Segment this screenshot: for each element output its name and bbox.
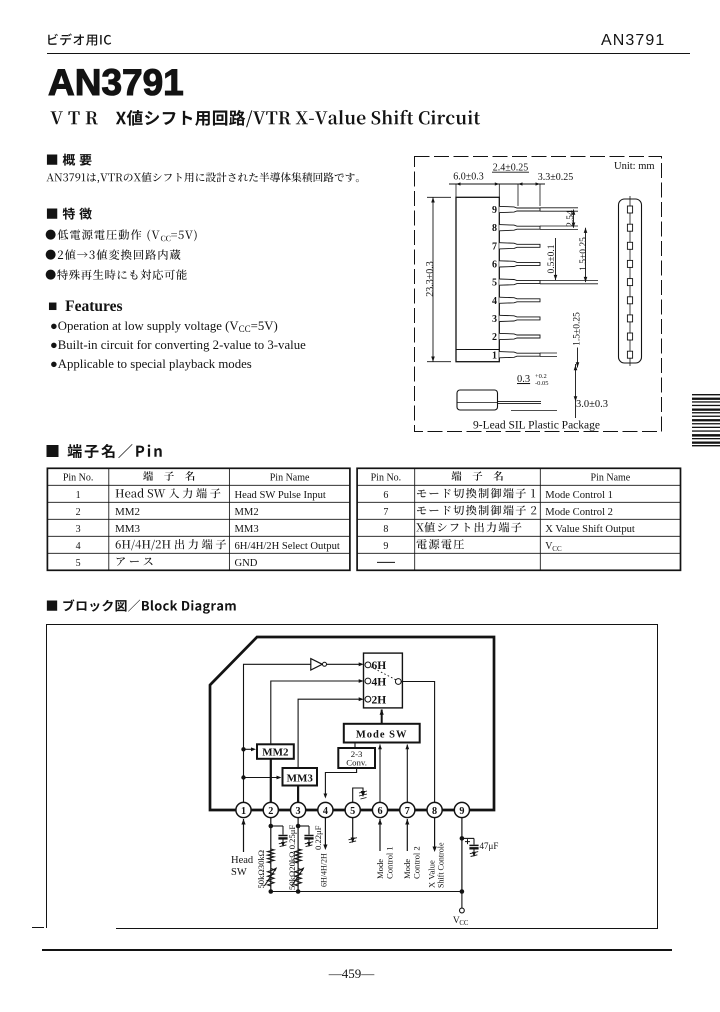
svg-text:Conv.: Conv. xyxy=(346,758,367,768)
svg-text:50kΩ30kΩ: 50kΩ30kΩ xyxy=(256,850,266,889)
svg-text:3.3±0.25: 3.3±0.25 xyxy=(538,172,574,183)
svg-text:MM2: MM2 xyxy=(235,507,259,518)
svg-text:8: 8 xyxy=(492,223,497,234)
svg-text:6: 6 xyxy=(377,806,382,817)
svg-text:3: 3 xyxy=(76,524,81,535)
svg-text:Pin Name: Pin Name xyxy=(270,472,310,483)
svg-text:47μF: 47μF xyxy=(480,841,499,851)
svg-text:7: 7 xyxy=(383,507,388,518)
svg-text:Mode: Mode xyxy=(402,859,412,879)
svg-text:9: 9 xyxy=(492,205,497,216)
svg-text:V: V xyxy=(453,916,460,926)
svg-text:2H: 2H xyxy=(372,695,387,707)
svg-text:V: V xyxy=(545,541,553,552)
svg-text:2: 2 xyxy=(268,806,273,817)
svg-text:Pin Name: Pin Name xyxy=(591,472,631,483)
svg-text:8: 8 xyxy=(432,806,437,817)
svg-text:Mode SW: Mode SW xyxy=(356,729,408,740)
svg-text:Pin No.: Pin No. xyxy=(371,472,402,483)
svg-text:MM3: MM3 xyxy=(235,524,259,535)
svg-text:6: 6 xyxy=(492,260,497,271)
svg-text:MM2: MM2 xyxy=(262,747,289,759)
svg-text:7: 7 xyxy=(492,241,497,252)
svg-text:2: 2 xyxy=(76,507,81,518)
svg-text:Control 2: Control 2 xyxy=(412,846,422,879)
svg-text:X Value Shift Output: X Value Shift Output xyxy=(545,524,635,535)
svg-text:MM2: MM2 xyxy=(115,506,140,518)
svg-text:SW: SW xyxy=(231,867,247,878)
svg-text:0.3: 0.3 xyxy=(517,374,530,385)
svg-text:Control 1: Control 1 xyxy=(384,846,394,879)
svg-text:X Value: X Value xyxy=(427,860,437,888)
svg-text:4: 4 xyxy=(323,806,328,817)
svg-text:1.5±0.25: 1.5±0.25 xyxy=(573,312,583,346)
svg-text:+0.2: +0.2 xyxy=(535,373,547,380)
svg-text:0.22μF: 0.22μF xyxy=(313,825,323,850)
svg-text:9-Lead SIL Plastic Package: 9-Lead SIL Plastic Package xyxy=(473,420,600,432)
svg-text:3: 3 xyxy=(296,806,301,817)
svg-text:5: 5 xyxy=(492,278,497,289)
svg-text:1: 1 xyxy=(76,490,81,501)
svg-text:50kΩ20kΩ 0.25μF: 50kΩ20kΩ 0.25μF xyxy=(287,825,297,890)
svg-text:-0.05: -0.05 xyxy=(535,380,549,387)
svg-text:Mode: Mode xyxy=(375,859,385,879)
svg-text:7: 7 xyxy=(405,806,410,817)
svg-text:2.4±0.25: 2.4±0.25 xyxy=(493,162,529,173)
svg-text:5: 5 xyxy=(76,558,81,569)
svg-text:Head SW Pulse Input: Head SW Pulse Input xyxy=(235,490,326,501)
svg-text:2.54: 2.54 xyxy=(566,210,576,227)
svg-text:6.0±0.3: 6.0±0.3 xyxy=(453,172,484,183)
svg-text:Shift Controle: Shift Controle xyxy=(437,842,446,888)
svg-text:4: 4 xyxy=(76,541,81,552)
svg-text:Mode Control 1: Mode Control 1 xyxy=(545,490,613,501)
svg-text:6H/4H/2H Select Output: 6H/4H/2H Select Output xyxy=(235,541,340,552)
svg-text:MM3: MM3 xyxy=(287,772,314,784)
svg-text:Unit: mm: Unit: mm xyxy=(614,161,655,172)
svg-text:4: 4 xyxy=(492,296,497,307)
svg-text:6H/4H/2H: 6H/4H/2H xyxy=(319,853,328,887)
svg-text:Mode Control 2: Mode Control 2 xyxy=(545,507,613,518)
svg-text:2: 2 xyxy=(492,332,497,343)
svg-text:3.0±0.3: 3.0±0.3 xyxy=(576,399,608,410)
svg-text:1.5±0.25: 1.5±0.25 xyxy=(579,237,589,271)
svg-text:6: 6 xyxy=(383,490,388,501)
svg-text:9: 9 xyxy=(459,806,464,817)
svg-text:MM3: MM3 xyxy=(115,523,141,535)
svg-text:5: 5 xyxy=(350,806,355,817)
svg-text:CC: CC xyxy=(459,920,469,927)
svg-text:2-3: 2-3 xyxy=(351,749,363,759)
svg-text:1: 1 xyxy=(492,350,497,361)
svg-text:9: 9 xyxy=(383,541,388,552)
svg-text:0.5±0.1: 0.5±0.1 xyxy=(547,244,557,273)
svg-text:23.3±0.3: 23.3±0.3 xyxy=(425,261,436,297)
svg-text:1: 1 xyxy=(241,806,246,817)
svg-text:8: 8 xyxy=(383,524,388,535)
svg-text:3: 3 xyxy=(492,314,497,325)
svg-text:Pin No.: Pin No. xyxy=(63,472,94,483)
svg-text:4H: 4H xyxy=(372,676,387,688)
svg-text:GND: GND xyxy=(235,558,258,569)
svg-text:CC: CC xyxy=(552,545,562,553)
svg-text:Head: Head xyxy=(231,855,254,866)
